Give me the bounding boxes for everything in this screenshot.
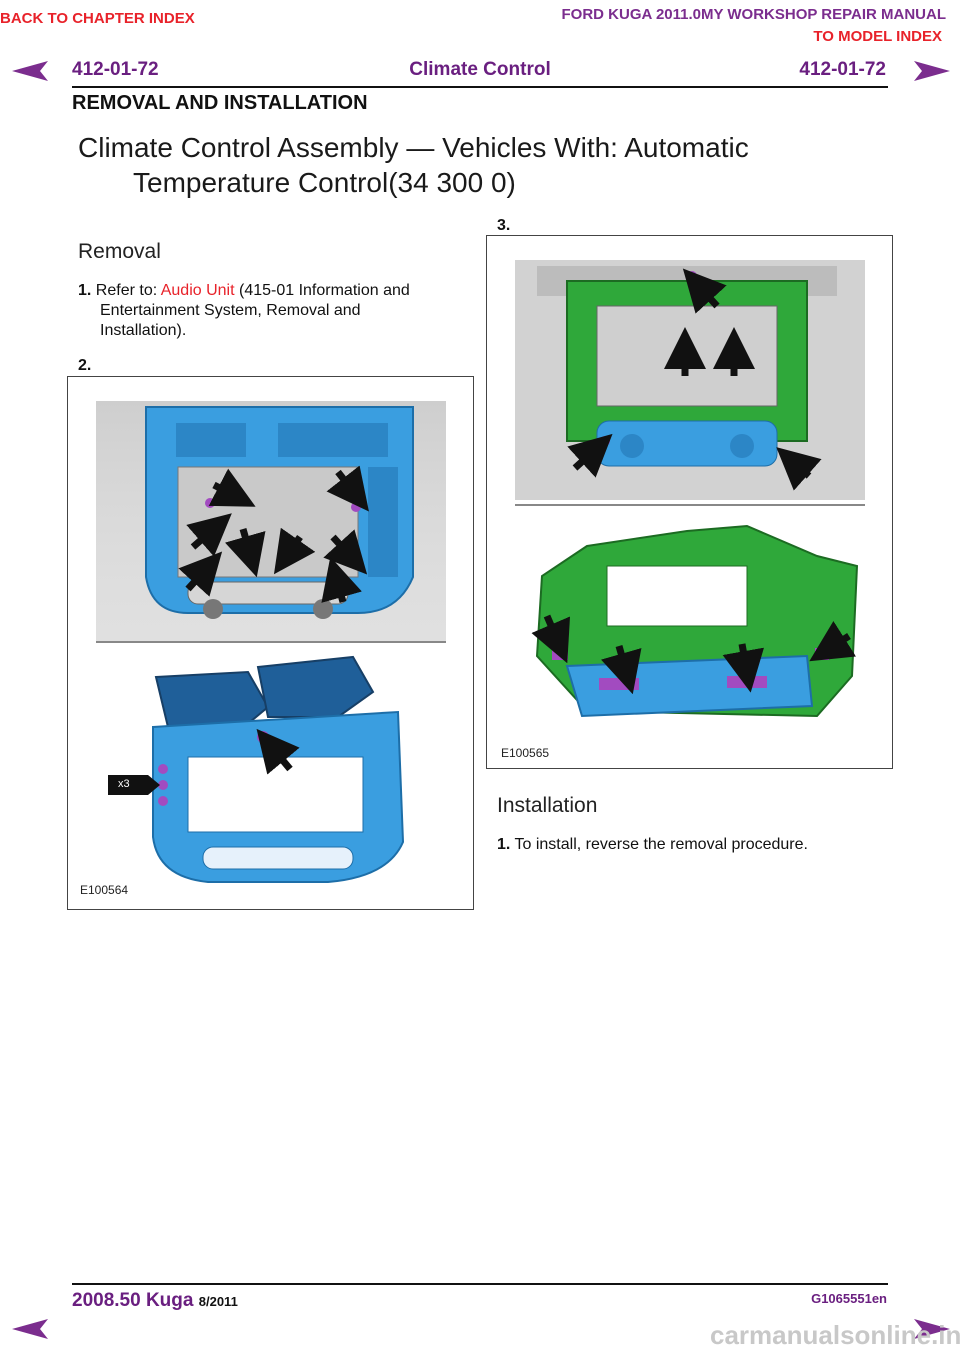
removal-arrows [567,268,822,491]
previous-page-bottom-arrow-icon[interactable] [10,1318,50,1340]
removal-step2-number: 2. [78,357,92,374]
next-page-bottom-arrow-icon[interactable] [912,1318,952,1340]
removal-arrows [178,465,369,603]
category-heading: REMOVAL AND INSTALLATION [72,92,368,114]
step-text: Refer to: [95,282,161,299]
next-page-arrow-icon[interactable] [912,60,952,82]
step-number: 1. [78,282,92,299]
quantity-callout: x3 [118,778,130,790]
footer-rule [72,1283,888,1285]
footer-date: 8/2011 [198,1294,238,1309]
removal-step1-line2: Entertainment System, Removal and [100,302,361,319]
page-number-right: 412-01-72 [799,59,886,80]
procedure-title-line2: Temperature Control(34 300 0) [133,167,516,198]
step-text-suffix: (415-01 Information and [234,282,410,299]
figure-id-label: E100564 [80,883,129,897]
removal-step3-number: 3. [497,217,511,234]
header-rule [72,86,888,88]
figure-id-label: E100565 [501,746,550,760]
figure-e100565: E100565 [486,235,893,769]
step-number: 1. [497,836,511,853]
bracket-part-exploded [535,524,859,718]
removal-step1-line3: Installation). [100,322,187,339]
removal-arrows-lower [531,614,856,695]
removal-heading: Removal [78,240,161,263]
manual-title-link[interactable]: FORD KUGA 2011.0MY WORKSHOP REPAIR MANUA… [561,6,947,23]
footer-model: 2008.50 Kuga 8/2011 [72,1290,238,1312]
audio-unit-link[interactable]: Audio Unit [160,282,235,299]
footer-doc-id: G1065551en [811,1291,887,1306]
bezel-part-exploded [152,655,405,883]
watermark: carmanualsonline.info [710,1320,960,1350]
procedure-title-line1: Climate Control Assembly — Vehicles With… [78,132,749,163]
illustration-climate-assembly [515,260,865,718]
removal-step1: 1. Refer to: Audio Unit (415-01 Informat… [78,281,410,301]
illustration-dash-bezel [96,401,446,883]
footer-model-name: 2008.50 Kuga [72,1290,194,1311]
figure-e100564: x3 E100564 [67,376,474,910]
installation-heading: Installation [497,794,598,817]
previous-page-arrow-icon[interactable] [10,60,50,82]
installation-step1: 1. To install, reverse the removal proce… [497,835,808,855]
to-model-index-link[interactable]: TO MODEL INDEX [813,28,942,45]
back-to-chapter-index-link[interactable]: BACK TO CHAPTER INDEX [0,10,195,27]
step-text: To install, reverse the removal procedur… [514,836,808,853]
section-title: Climate Control [409,59,551,80]
page-number-left: 412-01-72 [72,59,159,80]
